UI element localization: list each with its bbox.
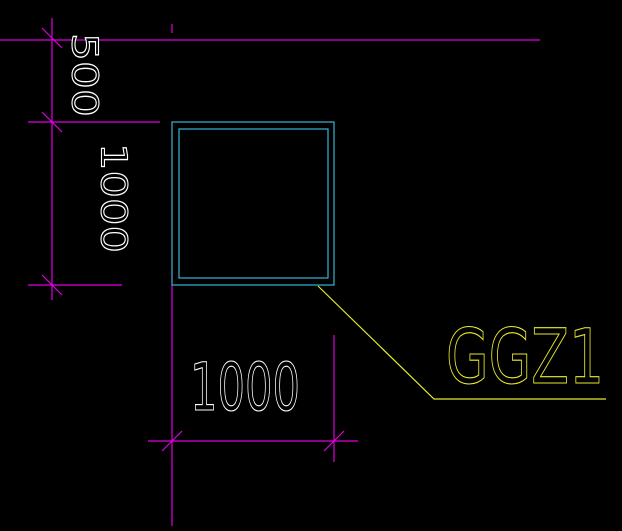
column-inner-square <box>178 128 329 279</box>
dimension-text-vertical-bottom: 1000 <box>93 143 134 253</box>
tick-right <box>323 430 345 452</box>
leader <box>317 285 606 400</box>
vertical-dimension <box>28 18 160 300</box>
tick-bottom <box>41 274 63 296</box>
leader-line <box>317 285 606 400</box>
tick-top <box>41 27 63 49</box>
horizontal-dimension <box>148 335 358 462</box>
column-tag-label: GGZ1 <box>446 312 604 401</box>
tick-left <box>161 430 183 452</box>
column-outline <box>171 121 335 286</box>
axis-lines <box>0 24 540 526</box>
tick-middle <box>41 111 63 133</box>
column-outer-square <box>171 121 335 286</box>
dimension-text-vertical-top: 500 <box>64 33 105 117</box>
dimension-text-horizontal: 1000 <box>190 349 300 426</box>
